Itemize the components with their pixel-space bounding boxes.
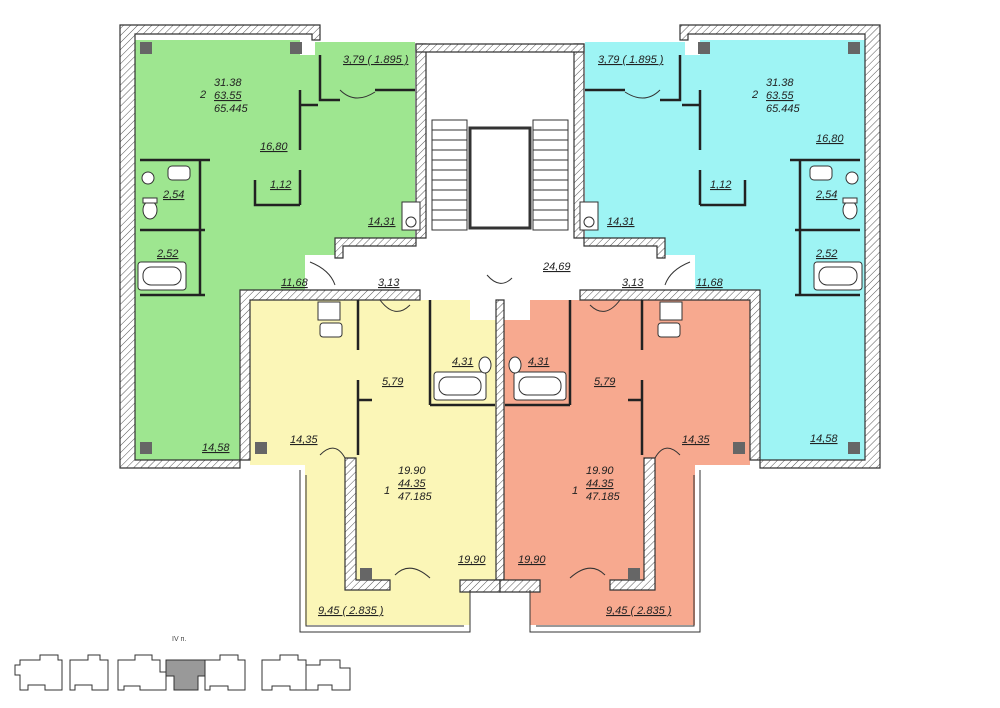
apt1-right-corridor: 3,13 <box>622 277 644 289</box>
apt1-left-total: 44.35 <box>398 478 426 490</box>
stair-wall-top <box>415 43 585 53</box>
apt2-right-room-small: 14,58 <box>810 433 838 445</box>
apt2-right-wc: 2,54 <box>815 189 837 201</box>
room-wall-left <box>344 457 391 591</box>
apt1-right-bath: 4,31 <box>528 356 549 368</box>
apt2-left-hall: 11,68 <box>281 277 309 289</box>
apt1-right-room: 19,90 <box>518 554 546 566</box>
toilet-left-icon <box>142 197 158 220</box>
apt2-right-closet: 1,12 <box>710 179 731 191</box>
stove-right-icon <box>579 201 599 231</box>
apt2-left-bath: 2,52 <box>156 248 178 260</box>
stove-1room-right-icon <box>657 301 683 338</box>
bathtub-left-icon <box>137 261 187 291</box>
interior-partitions <box>140 55 860 455</box>
common-corridor-area: 24,69 <box>542 261 571 273</box>
apt2-left-living: 31.38 <box>214 77 242 89</box>
bottom-wall-left <box>459 579 501 593</box>
apt1-right-kitchen: 14,35 <box>682 434 710 446</box>
apt2-right-rooms-count: 2 <box>751 89 758 101</box>
kitchen-wall-right <box>583 237 666 259</box>
apt1-right-total: 44.35 <box>586 478 614 490</box>
apt2-right-balcony: 3,79 ( 1.895 ) <box>598 54 664 66</box>
apt2-left-room-small: 14,58 <box>202 442 230 454</box>
outer-wall-left <box>119 24 321 469</box>
bottom-wall-right <box>499 579 541 593</box>
apt2-left-closet: 1,12 <box>270 179 291 191</box>
apt1-left-total-balcony: 47.185 <box>398 491 433 503</box>
stove-left-icon <box>401 201 421 231</box>
apt2-left-total: 63.55 <box>214 90 242 102</box>
stairs-left <box>431 119 468 231</box>
apt2-right-hall: 11,68 <box>696 277 724 289</box>
key-plan <box>14 654 351 691</box>
apt2-right-bath: 2,52 <box>815 248 837 260</box>
apt1-right-total-balcony: 47.185 <box>586 491 621 503</box>
wall-columns <box>140 42 860 580</box>
key-plan-label: IV п. <box>172 636 186 643</box>
apt2-left-wc: 2,54 <box>162 189 184 201</box>
apt2-left-kitchen: 14,31 <box>368 216 396 228</box>
corridor-wall-right <box>579 289 761 461</box>
stairs-right <box>532 119 569 231</box>
loggia-frame-left <box>299 470 471 633</box>
corridor-wall-left <box>239 289 421 461</box>
apt1-right-living: 19.90 <box>586 465 614 477</box>
apt1-right-rooms-count: 1 <box>572 485 578 497</box>
stair-well <box>468 126 532 230</box>
toilet-1room-right-icon <box>508 356 522 374</box>
kitchen-wall-left <box>334 237 417 259</box>
room-wall-right <box>609 457 656 591</box>
apt2-right-living: 31.38 <box>766 77 794 89</box>
toilet-right-icon <box>842 197 858 220</box>
toilet-1room-left-icon <box>478 356 492 374</box>
apt2-left-rooms-count: 2 <box>199 89 206 101</box>
apartment-2-left-fill[interactable] <box>135 40 415 460</box>
apt1-left-kitchen: 14,35 <box>290 434 318 446</box>
apt2-right-kitchen: 14,31 <box>607 216 635 228</box>
apt2-left-room-large: 16,80 <box>260 141 288 153</box>
loggia-inner-left <box>305 475 464 627</box>
apt1-left-hall: 5,79 <box>382 376 403 388</box>
apt1-right-hall: 5,79 <box>594 376 615 388</box>
apartment-1-left-fill[interactable] <box>250 300 500 625</box>
bathtub-right-icon <box>813 261 863 291</box>
apt1-left-room: 19,90 <box>458 554 486 566</box>
bathtub-1room-right-icon <box>513 371 567 401</box>
apt1-left-rooms-count: 1 <box>384 485 390 497</box>
apt1-left-living: 19.90 <box>398 465 426 477</box>
stove-1room-left-icon <box>317 301 343 338</box>
apt2-right-total-balcony: 65.445 <box>766 103 801 115</box>
apt1-right-loggia: 9,45 ( 2.835 ) <box>606 605 672 617</box>
sink-left-icon <box>141 165 191 185</box>
loggia-inner-right <box>536 475 695 627</box>
bathtub-1room-left-icon <box>433 371 487 401</box>
apt1-left-loggia: 9,45 ( 2.835 ) <box>318 605 384 617</box>
apartment-1-right-fill[interactable] <box>503 300 750 625</box>
apt1-left-bath: 4,31 <box>452 356 473 368</box>
apartment-2-right-fill[interactable] <box>585 40 865 460</box>
apt2-left-total-balcony: 65.445 <box>214 103 249 115</box>
apt2-right-total: 63.55 <box>766 90 794 102</box>
outer-wall-right <box>679 24 881 469</box>
loggia-frame-right <box>529 470 701 633</box>
door-swings <box>309 89 691 579</box>
sink-right-icon <box>809 165 859 185</box>
central-wall <box>495 299 505 581</box>
apt2-left-balcony: 3,79 ( 1.895 ) <box>343 54 409 66</box>
apt2-right-room-large: 16,80 <box>816 133 844 145</box>
apt1-left-corridor: 3,13 <box>378 277 400 289</box>
